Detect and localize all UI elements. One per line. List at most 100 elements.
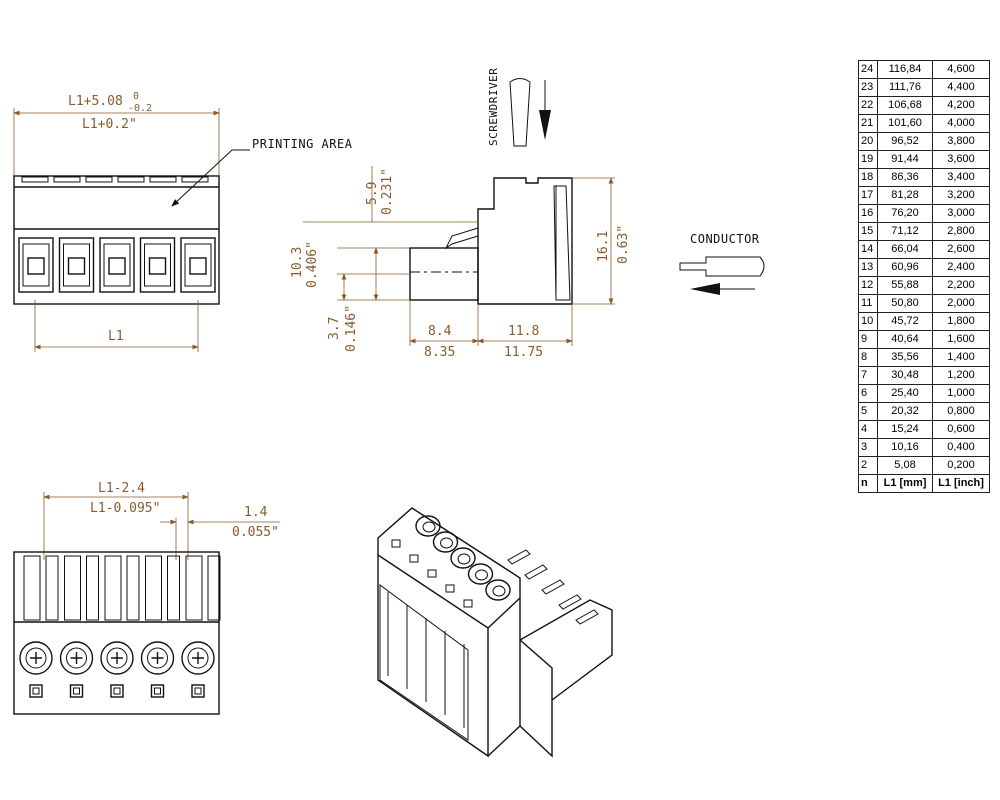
- dim-0-055: 0.055": [232, 525, 279, 540]
- screwdriver-label: SCREWDRIVER: [487, 68, 500, 146]
- terminal-opening: [180, 237, 216, 293]
- screw-icon: [19, 641, 53, 675]
- table-cell-n: 22: [858, 96, 878, 115]
- screw-icon: [59, 641, 94, 675]
- iso-slot: [391, 539, 401, 548]
- table-cell-in: 4,400: [932, 78, 990, 97]
- table-cell-n: n: [858, 474, 878, 493]
- latch-fin: [86, 555, 99, 621]
- screw-icon: [181, 641, 215, 675]
- terminal-contact: [67, 257, 86, 275]
- test-ports: [29, 684, 205, 698]
- table-cell-mm: 106,68: [877, 96, 933, 115]
- iso-screw-hole: [440, 537, 453, 549]
- table-cell-in: 0,200: [932, 456, 990, 475]
- iso-screw-port: [415, 515, 441, 537]
- iso-front-face: [377, 555, 489, 758]
- test-port-inner: [154, 687, 161, 695]
- screw-icon: [140, 641, 175, 675]
- rear-latch-fins: [23, 555, 221, 621]
- screw-cross: [192, 652, 204, 664]
- terminal-contact: [148, 257, 167, 275]
- table-cell-in: 3,800: [932, 132, 990, 151]
- dim-16-1: 16.1: [596, 231, 611, 262]
- table-cell-in: 1,800: [932, 312, 990, 331]
- terminal-inner: [22, 243, 50, 287]
- table-cell-mm: 91,44: [877, 150, 933, 169]
- table-cell-mm: 66,04: [877, 240, 933, 259]
- table-cell-n: 13: [858, 258, 878, 277]
- rib: [85, 176, 113, 183]
- bottom-span-inch: L1-0.095": [90, 501, 160, 516]
- test-port-inner: [194, 687, 202, 695]
- down-arrow-icon: [539, 110, 551, 140]
- dim-10-3: 10.3: [290, 247, 305, 278]
- isometric-view: [377, 507, 613, 758]
- terminal-opening: [18, 237, 54, 293]
- table-cell-in: 1,400: [932, 348, 990, 367]
- table-cell-n: 5: [858, 402, 878, 421]
- screw-cross: [151, 652, 164, 664]
- latch-fin: [207, 555, 221, 621]
- latch-fin: [126, 555, 140, 621]
- dim-0-63: 0.63": [616, 225, 631, 264]
- table-cell-mm: 15,24: [877, 420, 933, 439]
- latch-fin: [185, 555, 203, 621]
- table-cell-n: 16: [858, 204, 878, 223]
- table-cell-mm: 5,08: [877, 456, 933, 475]
- terminal-inner: [103, 243, 131, 287]
- table-cell-n: 11: [858, 294, 878, 313]
- side-profile: [477, 177, 573, 305]
- table-cell-mm: 86,36: [877, 168, 933, 187]
- screw-icon: [100, 641, 134, 675]
- iso-fin: [524, 564, 548, 580]
- iso-top-face: [377, 507, 521, 629]
- screw-inner: [25, 647, 47, 669]
- table-cell-in: 2,200: [932, 276, 990, 295]
- screw-cross: [30, 652, 42, 664]
- latch-fin: [64, 555, 81, 621]
- table-cell-mm: 101,60: [877, 114, 933, 133]
- table-cell-mm: 20,32: [877, 402, 933, 421]
- iso-screw-hole: [492, 585, 506, 597]
- table-cell-mm: 35,56: [877, 348, 933, 367]
- iso-wire-slots: [387, 539, 473, 728]
- width-inch-label: L1+0.2": [82, 117, 137, 132]
- table-cell-n: 2: [858, 456, 878, 475]
- bottom-span-mm: L1-2.4: [98, 481, 145, 496]
- iso-slot: [409, 554, 419, 563]
- dim-0-146: 0.146": [344, 305, 359, 352]
- table-cell-mm: 55,88: [877, 276, 933, 295]
- iso-screw-port: [485, 579, 511, 601]
- table-cell-n: 6: [858, 384, 878, 403]
- dim-5-9: 5.9: [365, 182, 380, 205]
- screw-inner: [106, 647, 128, 669]
- left-arrow-icon: [690, 283, 720, 295]
- table-cell-mm: 96,52: [877, 132, 933, 151]
- terminal-opening: [139, 237, 176, 293]
- table-cell-n: 14: [858, 240, 878, 259]
- table-cell-in: 3,600: [932, 150, 990, 169]
- iso-screw-hole: [475, 569, 488, 581]
- screw-cross: [70, 652, 83, 664]
- test-port-inner: [73, 687, 80, 695]
- table-cell-n: 24: [858, 60, 878, 79]
- terminal-contact: [108, 257, 126, 275]
- width-tol-lower: -0.2: [128, 103, 152, 114]
- table-cell-mm: 30,48: [877, 366, 933, 385]
- table-cell-n: 17: [858, 186, 878, 205]
- plug-portion: [409, 247, 479, 301]
- test-port: [110, 684, 124, 698]
- table-cell-n: 8: [858, 348, 878, 367]
